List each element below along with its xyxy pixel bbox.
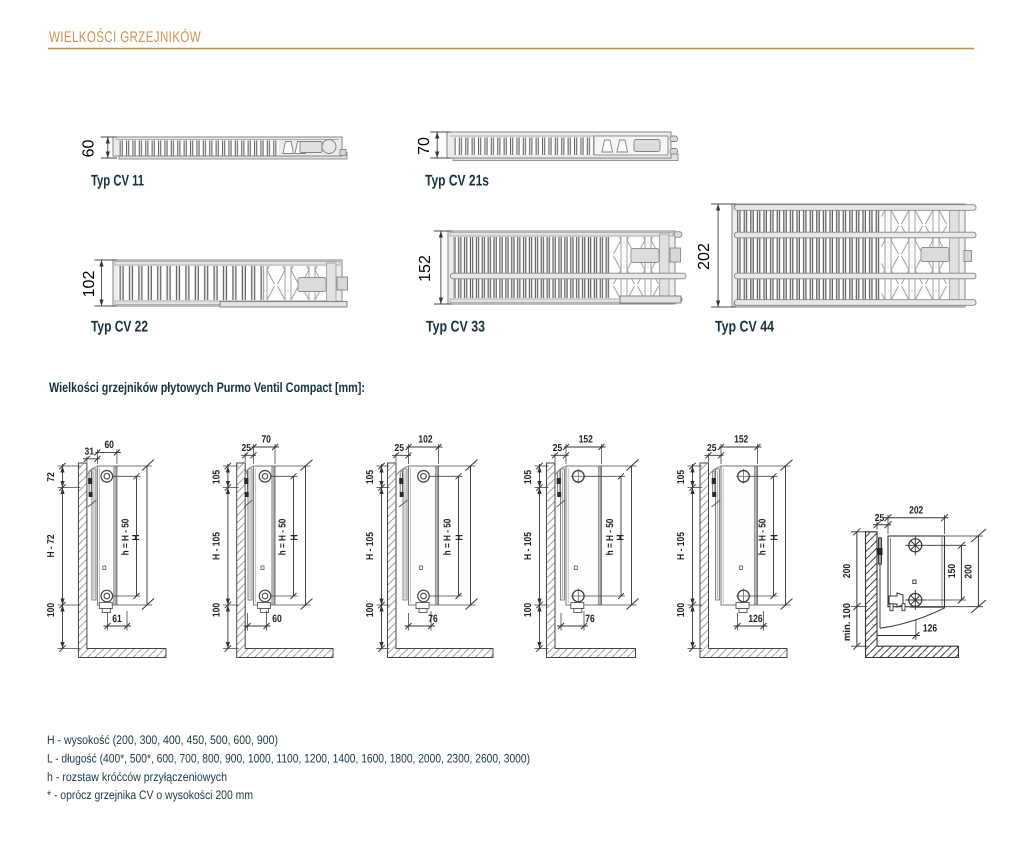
svg-text:60: 60	[104, 439, 114, 451]
svg-text:200: 200	[964, 564, 975, 579]
svg-text:100: 100	[523, 603, 534, 618]
svg-text:126: 126	[923, 623, 937, 635]
svg-text:152: 152	[734, 434, 748, 446]
svg-text:H - 105: H - 105	[365, 532, 376, 560]
svg-text:105: 105	[365, 470, 376, 485]
svg-text:h = H - 50: h = H - 50	[278, 518, 289, 555]
svg-text:H - 72: H - 72	[46, 534, 57, 557]
svg-text:Typ CV 22: Typ CV 22	[91, 319, 148, 336]
svg-text:60: 60	[272, 613, 282, 625]
svg-text:61: 61	[112, 613, 122, 625]
svg-text:100: 100	[46, 603, 57, 618]
svg-text:* - oprócz grzejnika CV o wyso: * - oprócz grzejnika CV o wysokości 200 …	[47, 788, 253, 802]
svg-text:152: 152	[417, 255, 434, 282]
svg-text:202: 202	[696, 243, 713, 270]
svg-text:min. 100: min. 100	[842, 602, 853, 641]
svg-text:70: 70	[416, 137, 433, 155]
svg-text:H: H	[455, 534, 466, 540]
svg-text:100: 100	[211, 603, 222, 618]
svg-text:76: 76	[585, 613, 595, 625]
svg-text:H: H	[616, 534, 627, 540]
svg-text:200: 200	[842, 564, 853, 579]
svg-text:H - 105: H - 105	[676, 532, 687, 560]
svg-text:152: 152	[579, 434, 593, 446]
svg-text:60: 60	[80, 140, 97, 158]
svg-text:H: H	[770, 534, 781, 540]
svg-text:Typ CV 11: Typ CV 11	[91, 173, 144, 190]
svg-text:H - 105: H - 105	[523, 532, 534, 560]
svg-text:70: 70	[261, 434, 271, 446]
svg-text:h = H - 50: h = H - 50	[121, 518, 132, 555]
svg-text:126: 126	[748, 613, 762, 625]
svg-text:Typ CV 21s: Typ CV 21s	[425, 173, 489, 190]
svg-text:25: 25	[875, 513, 885, 524]
svg-text:72: 72	[46, 472, 57, 482]
svg-text:150: 150	[947, 564, 958, 579]
svg-text:76: 76	[428, 613, 438, 625]
svg-text:102: 102	[418, 434, 432, 446]
svg-text:105: 105	[211, 470, 222, 485]
svg-text:102: 102	[81, 271, 98, 298]
svg-text:Typ CV 44: Typ CV 44	[715, 319, 774, 336]
svg-text:H: H	[131, 534, 142, 540]
svg-text:202: 202	[909, 505, 923, 517]
svg-text:L - długość (400*, 500*, 600,: L - długość (400*, 500*, 600, 700, 800, …	[47, 752, 530, 766]
svg-text:H - wysokość (200, 300, 400, 4: H - wysokość (200, 300, 400, 450, 500, 6…	[47, 733, 278, 747]
svg-text:25: 25	[707, 443, 717, 454]
svg-text:31: 31	[84, 446, 94, 457]
svg-text:h = H - 50: h = H - 50	[605, 518, 616, 555]
svg-text:WIELKOŚCI GRZEJNIKÓW: WIELKOŚCI GRZEJNIKÓW	[49, 28, 201, 46]
svg-text:25: 25	[242, 443, 252, 454]
svg-text:h - rozstaw króćców przyłączen: h - rozstaw króćców przyłączeniowych	[47, 770, 227, 784]
svg-text:H: H	[290, 534, 301, 540]
svg-text:100: 100	[365, 603, 376, 618]
svg-text:h = H - 50: h = H - 50	[758, 518, 769, 555]
svg-text:25: 25	[394, 443, 404, 454]
svg-text:100: 100	[676, 603, 687, 618]
svg-text:Wielkości grzejników płytowych: Wielkości grzejników płytowych Purmo Ven…	[49, 380, 365, 395]
svg-text:105: 105	[523, 470, 534, 485]
svg-text:H - 105: H - 105	[211, 532, 222, 560]
svg-text:Typ CV 33: Typ CV 33	[426, 319, 485, 336]
svg-text:105: 105	[676, 470, 687, 485]
svg-text:25: 25	[553, 443, 563, 454]
svg-text:h = H - 50: h = H - 50	[443, 518, 454, 555]
